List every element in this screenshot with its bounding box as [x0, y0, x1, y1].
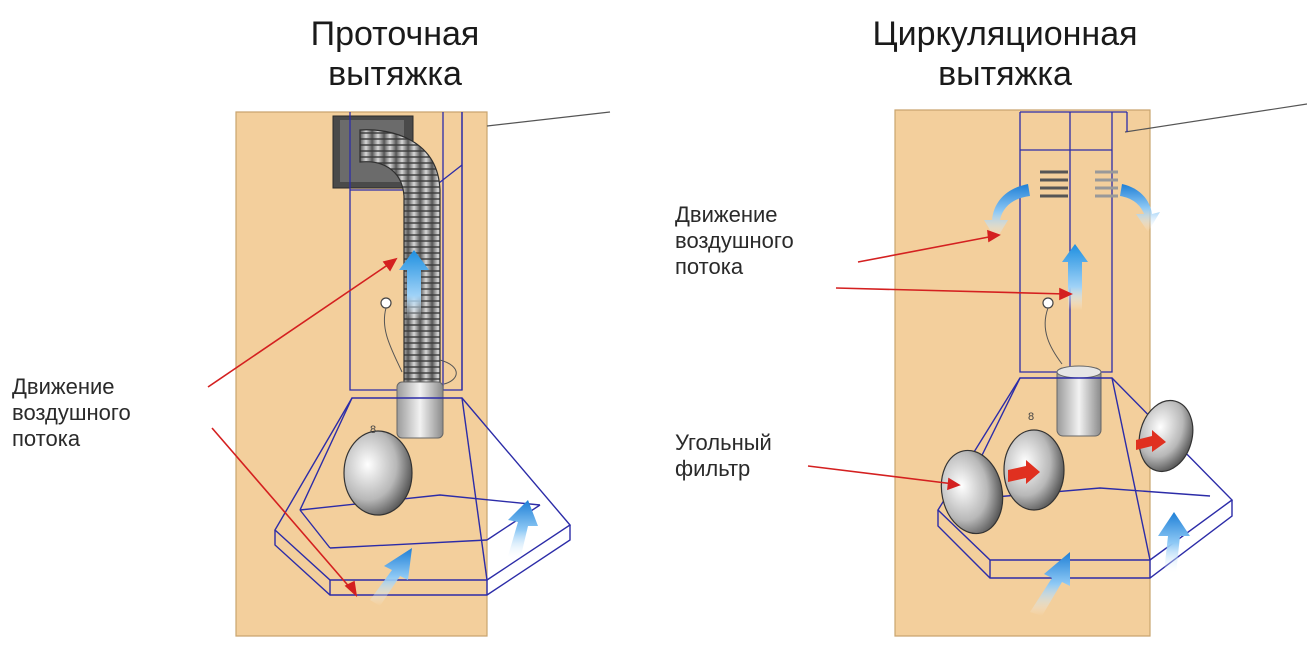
airflow-arrow-intake-right-2	[1158, 512, 1190, 574]
flow-hood-illustration: 8	[207, 111, 611, 637]
airflow-arrow-intake-2	[508, 500, 538, 560]
filter-flow-arrows	[1008, 430, 1166, 484]
svg-text:8: 8	[370, 424, 376, 436]
airflow-arrow-recirc-right	[1120, 184, 1160, 232]
title-flow-hood: Проточная вытяжка	[310, 15, 480, 93]
airflow-arrow-intake-1	[370, 548, 412, 606]
pointer-lines-right	[807, 229, 1073, 491]
label-airflow-right: Движение воздушного потока	[675, 202, 794, 279]
svg-text:8: 8	[1028, 411, 1034, 423]
label-airflow-left: Движение воздушного потока	[12, 374, 131, 451]
carbon-filter-right	[1138, 399, 1194, 473]
airflow-arrow-intake-right-1	[1030, 552, 1070, 616]
power-socket-icon-right	[1042, 297, 1054, 309]
airflow-arrow-up	[399, 250, 429, 320]
airflow-arrow-recirc-left	[984, 184, 1030, 240]
duct-connector	[396, 381, 444, 439]
fan-disc	[343, 430, 413, 516]
circulation-hood-illustration: 8	[807, 103, 1307, 637]
hood-body	[274, 397, 572, 596]
vent-grille-right	[1095, 170, 1118, 198]
pointer-lines-left	[207, 257, 398, 598]
label-carbon-filter: Угольный фильтр	[675, 430, 772, 481]
power-socket-icon	[380, 297, 392, 309]
carbon-filter-left	[940, 449, 1004, 535]
title-circulation-hood: Циркуляционная вытяжка	[872, 15, 1138, 93]
corrugated-duct	[359, 129, 441, 393]
vent-grille-left	[1040, 170, 1068, 198]
